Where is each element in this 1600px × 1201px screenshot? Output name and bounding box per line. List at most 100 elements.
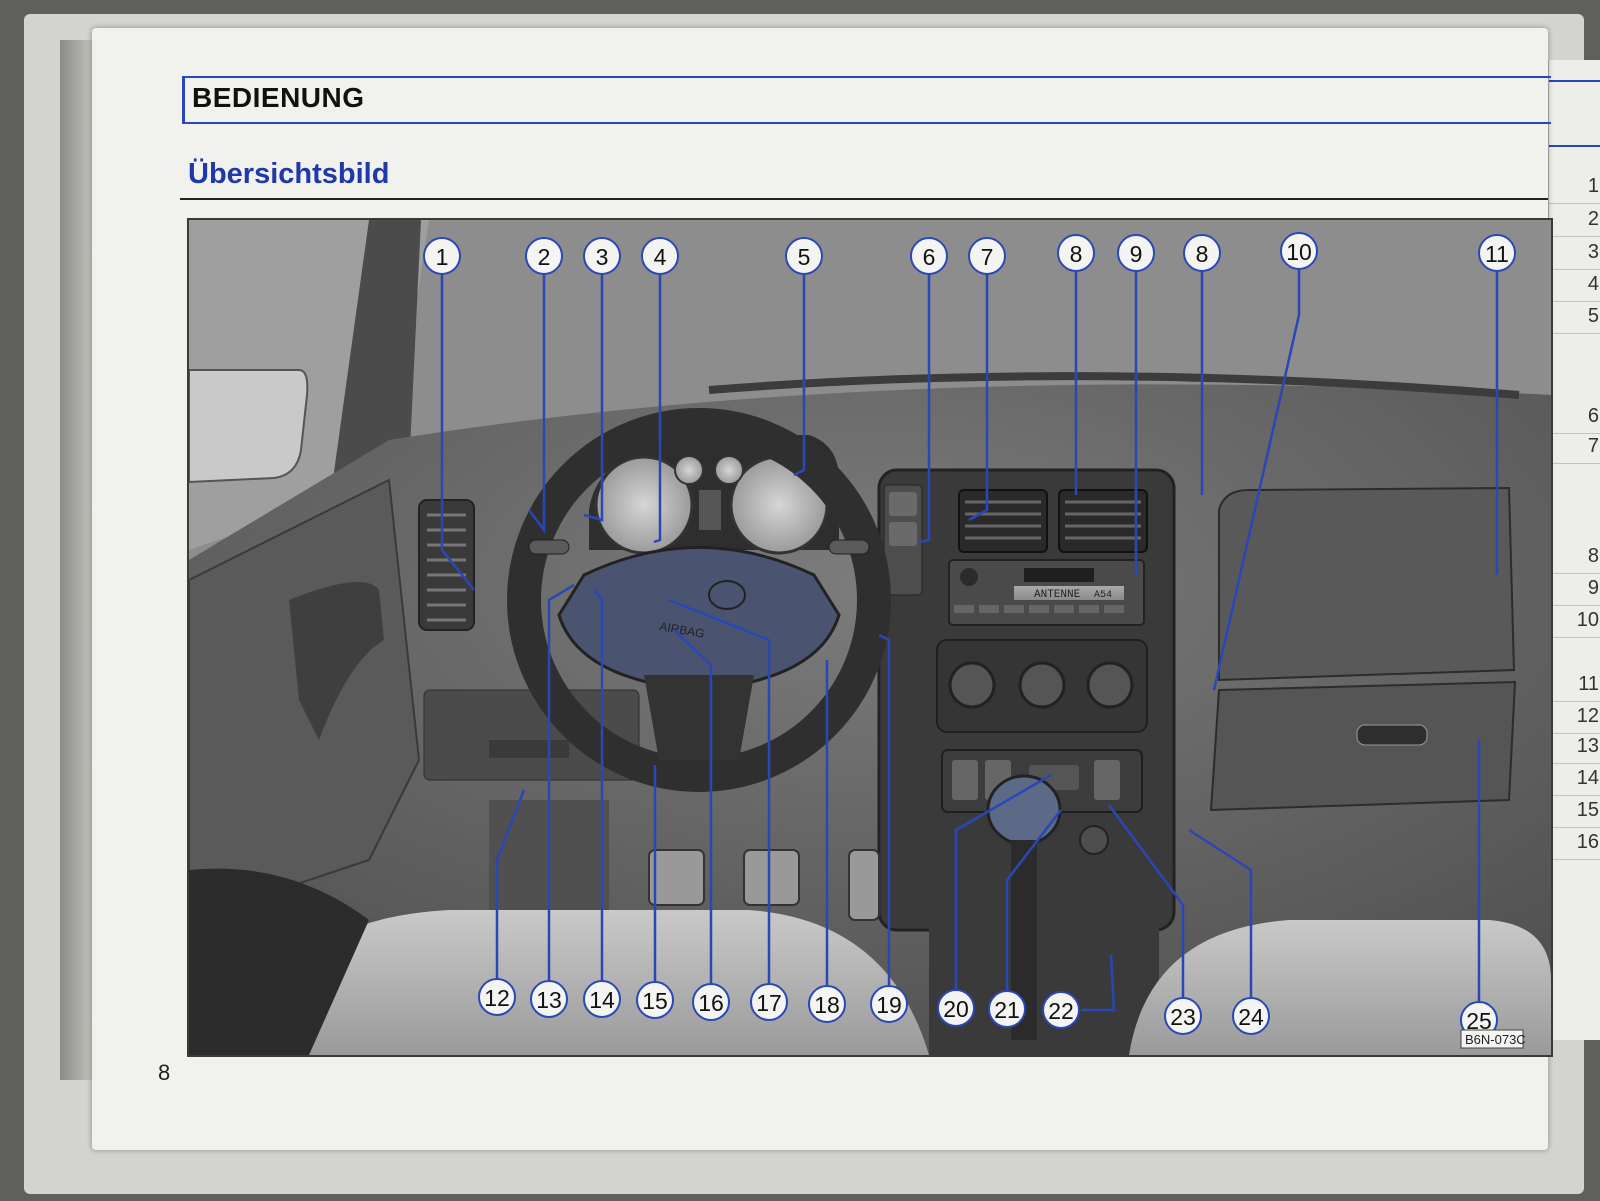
adjacent-row-number: 7 xyxy=(1587,435,1599,457)
callout-circle xyxy=(1232,997,1270,1035)
callout-1: 1 xyxy=(423,237,461,275)
adjacent-row: 7 xyxy=(1549,430,1600,464)
callout-circle xyxy=(1478,234,1516,272)
adjacent-row-number: 8 xyxy=(1587,545,1599,567)
callout-12: 12 xyxy=(478,978,516,1016)
callout-leader-1 xyxy=(440,274,475,591)
callout-leader-13 xyxy=(547,583,575,981)
adjacent-row-number: 1 xyxy=(1587,175,1599,197)
adjacent-row-number: 13 xyxy=(1576,735,1599,757)
callout-8: 8 xyxy=(1183,234,1221,272)
callout-number: 8 xyxy=(1196,241,1209,267)
callout-circle xyxy=(1164,997,1202,1035)
callout-number: 3 xyxy=(596,244,609,270)
callout-number: 2 xyxy=(538,244,551,270)
callout-leader-10 xyxy=(1212,269,1301,691)
adjacent-row-number: 2 xyxy=(1587,208,1599,230)
callout-number: 13 xyxy=(536,987,562,1013)
adjacent-row: 9 xyxy=(1549,572,1600,606)
callout-number: 21 xyxy=(994,997,1020,1023)
adjacent-row: 8 xyxy=(1549,540,1600,574)
callout-number: 20 xyxy=(943,996,969,1022)
callout-24: 24 xyxy=(1232,997,1270,1035)
adjacent-row: 1 xyxy=(1549,170,1600,204)
adjacent-row: 11 xyxy=(1549,668,1600,702)
callout-number: 24 xyxy=(1238,1004,1264,1030)
callout-circle xyxy=(583,980,621,1018)
wiper-stalk xyxy=(828,539,870,555)
callout-number: 22 xyxy=(1048,998,1074,1024)
callout-circle xyxy=(423,237,461,275)
page-subtitle: Übersichtsbild xyxy=(188,158,390,190)
hazard-switch xyxy=(889,522,917,546)
fan-knob xyxy=(948,661,996,709)
callout-circle xyxy=(968,237,1006,275)
fuse-cover xyxy=(489,740,569,758)
page-number: 8 xyxy=(158,1060,171,1085)
callout-circle xyxy=(750,983,788,1021)
adjacent-row: 6 xyxy=(1549,400,1600,434)
callout-number: 5 xyxy=(798,244,811,270)
callout-15: 15 xyxy=(636,981,674,1019)
callout-circle xyxy=(1117,234,1155,272)
callout-8: 8 xyxy=(1057,234,1095,272)
callout-leader-19 xyxy=(878,633,891,986)
adjacent-row: 12 xyxy=(1549,700,1600,734)
adjacent-row: 14 xyxy=(1549,762,1600,796)
callout-14: 14 xyxy=(583,980,621,1018)
dash-edge xyxy=(708,372,1520,399)
warning-lights xyxy=(699,490,721,530)
callout-leader-2 xyxy=(528,274,546,534)
dashboard-illustration: ANTENNE A54 xyxy=(189,220,1551,1055)
vw-logo xyxy=(708,580,746,610)
callout-circle xyxy=(937,989,975,1027)
callout-leader-24 xyxy=(1188,828,1253,998)
callout-leader-17 xyxy=(668,598,771,984)
callout-leaders xyxy=(440,269,1499,1012)
adjacent-row-number: 15 xyxy=(1576,799,1599,821)
callout-19: 19 xyxy=(870,985,908,1023)
callout-number: 6 xyxy=(923,244,936,270)
callout-2: 2 xyxy=(525,237,563,275)
callout-circle xyxy=(1183,234,1221,272)
callout-number: 15 xyxy=(642,988,668,1014)
door-handle xyxy=(289,582,384,740)
adjacent-row-number: 6 xyxy=(1587,405,1599,427)
callout-leader-6 xyxy=(918,274,931,544)
adjacent-row-number: 3 xyxy=(1587,241,1599,263)
callout-circle xyxy=(583,237,621,275)
centre-vent-left xyxy=(958,489,1048,553)
adjacent-row: 3 xyxy=(1549,236,1600,270)
adjacent-row: 2 xyxy=(1549,203,1600,237)
small-gauge xyxy=(674,455,704,485)
cigarette-lighter xyxy=(1079,825,1109,855)
callout-circle xyxy=(870,985,908,1023)
callout-17: 17 xyxy=(750,983,788,1021)
callout-leader-3 xyxy=(583,274,604,522)
callout-circle xyxy=(1057,234,1095,272)
brake-pedal xyxy=(743,849,800,906)
switch xyxy=(952,760,978,800)
adjacent-row: 16 xyxy=(1549,826,1600,860)
radio-knob xyxy=(960,568,978,586)
callout-number: 9 xyxy=(1130,241,1143,267)
callout-23: 23 xyxy=(1164,997,1202,1035)
door-sill xyxy=(189,868,369,1055)
adjacent-page-rule xyxy=(1549,80,1600,82)
switch xyxy=(1094,760,1120,800)
callout-circle xyxy=(1042,991,1080,1029)
steering-column xyxy=(644,675,754,760)
manual-page: BEDIENUNG Übersichtsbild xyxy=(92,28,1553,1150)
callout-11: 11 xyxy=(1478,234,1516,272)
steering-wheel xyxy=(507,408,891,792)
callout-number: 14 xyxy=(589,987,615,1013)
cassette-slot xyxy=(1024,568,1094,582)
callout-circle xyxy=(988,990,1026,1028)
callout-22: 22 xyxy=(1042,991,1080,1029)
callout-number: 16 xyxy=(698,990,724,1016)
callout-number: 12 xyxy=(484,985,510,1011)
adjacent-page-rule xyxy=(1549,145,1600,147)
callout-number: 4 xyxy=(654,244,667,270)
callout-leader-7 xyxy=(968,274,989,522)
passenger-airbag-cover xyxy=(1218,486,1516,682)
